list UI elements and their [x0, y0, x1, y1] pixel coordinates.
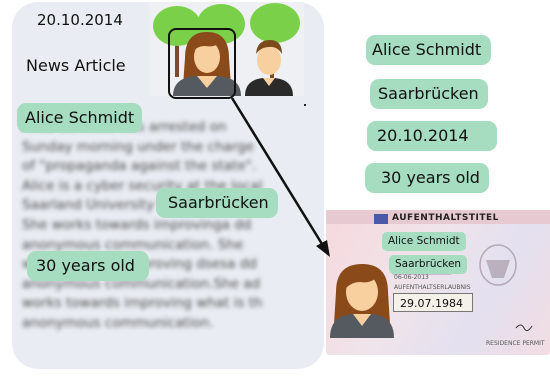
article-date: 20.10.2014 [37, 11, 123, 29]
article-body-line: Sunday morning under the charge [22, 138, 254, 155]
woman-avatar-icon [173, 32, 241, 96]
dot-marker [304, 104, 306, 106]
article-city-tag: Saarbrücken [156, 188, 278, 218]
signature-mark [515, 324, 533, 332]
permit-decoration [326, 210, 550, 338]
summary-age-tag: 30 years old [365, 163, 489, 193]
summary-date-tag: 20.10.2014 [367, 121, 497, 151]
permit-issue-date: 06-06-2013 [394, 274, 429, 281]
eagle-emblem-icon [479, 244, 517, 286]
article-age-tag: 30 years old [27, 251, 149, 281]
permit-photo-woman-icon [330, 264, 394, 338]
highlighted-face-frame [168, 28, 236, 99]
article-heading: News Article [26, 56, 126, 75]
permit-type-text: AUFENTHALTSERLAUBNIS [394, 284, 471, 291]
article-name-tag: Alice Schmidt [17, 103, 143, 133]
permit-city-tag: Saarbrücken [389, 255, 468, 274]
article-photo-illustration [153, 3, 300, 96]
man-avatar-icon [245, 40, 293, 96]
permit-footer: RESIDENCE PERMIT [486, 340, 545, 347]
article-body-line: works towards improving what is th [22, 295, 263, 312]
permit-birthdate-box: 29.07.1984 [393, 293, 473, 312]
arrow-head-icon [316, 240, 330, 257]
permit-title: AUFENTHALTSTITEL [392, 213, 499, 223]
article-body-line: She works towards improvinga dd [22, 216, 252, 233]
eu-flag-icon [374, 214, 388, 224]
article-body-line: anonymous communication. [22, 314, 214, 331]
summary-name-tag: Alice Schmidt [366, 35, 492, 65]
permit-name-tag: Alice Schmidt [382, 232, 466, 251]
article-body-line: anonymous communication. She [22, 236, 244, 253]
summary-city-tag: Saarbrücken [370, 79, 488, 109]
article-body-line: of "propaganda against the state". [22, 158, 257, 175]
